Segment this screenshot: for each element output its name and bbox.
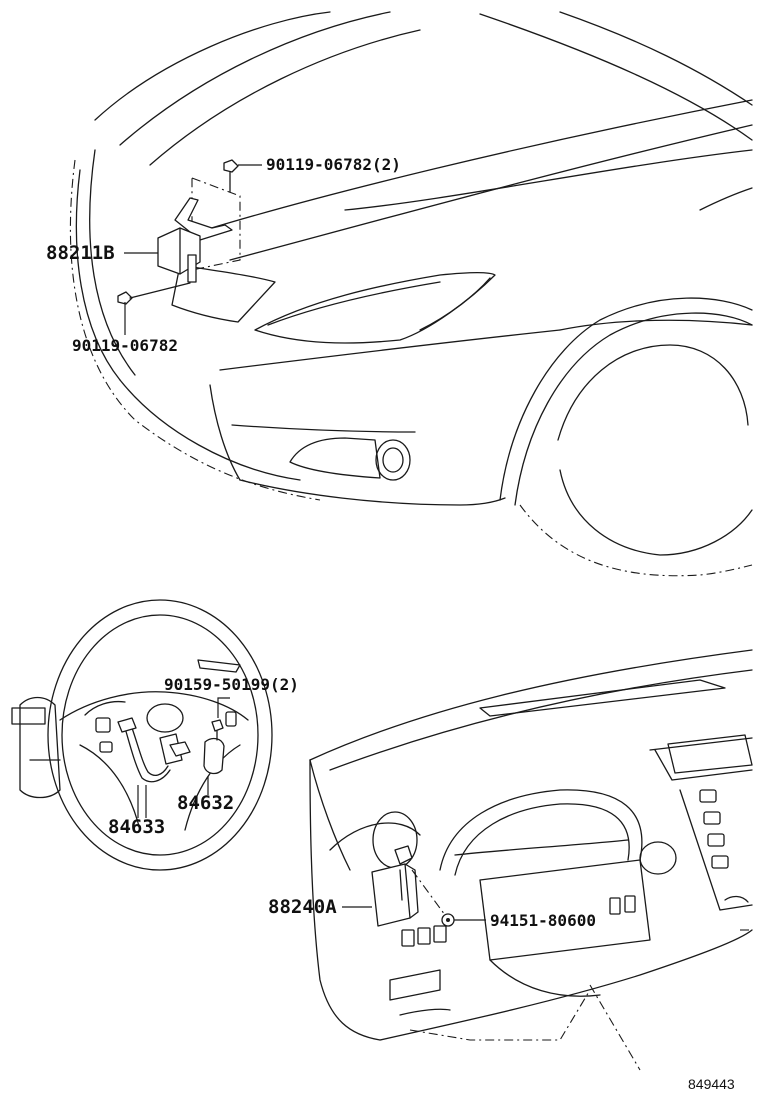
steering-switch-harness: [117, 717, 191, 783]
nut-part: [411, 869, 455, 927]
steering-screw-part: [211, 719, 224, 741]
radar-sensor-part: [157, 177, 241, 283]
callout-bolt-top: 90119-06782(2): [266, 155, 401, 174]
steering-wheel: [11, 599, 273, 871]
callout-bolt-bottom: 90119-06782: [72, 336, 178, 355]
figure-id: 849443: [688, 1076, 735, 1092]
bolt-top-part: [223, 159, 239, 193]
callout-switch-right: 84632: [177, 792, 235, 814]
ecu-module-part: [371, 845, 419, 927]
steering-switch-right-part: [203, 737, 225, 775]
leader-steering-screw: [217, 697, 230, 718]
callout-ecu-module: 88240A: [268, 896, 337, 918]
callout-switch-left: 84633: [108, 816, 166, 838]
bolt-bottom-part: [117, 282, 191, 305]
callout-radar-sensor: 88211B: [46, 242, 115, 264]
dashboard: [309, 649, 753, 1071]
callout-steering-screw: 90159-50199(2): [164, 675, 299, 694]
vehicle-front-body: [69, 11, 753, 577]
callout-nut: 94151-80600: [490, 911, 596, 930]
